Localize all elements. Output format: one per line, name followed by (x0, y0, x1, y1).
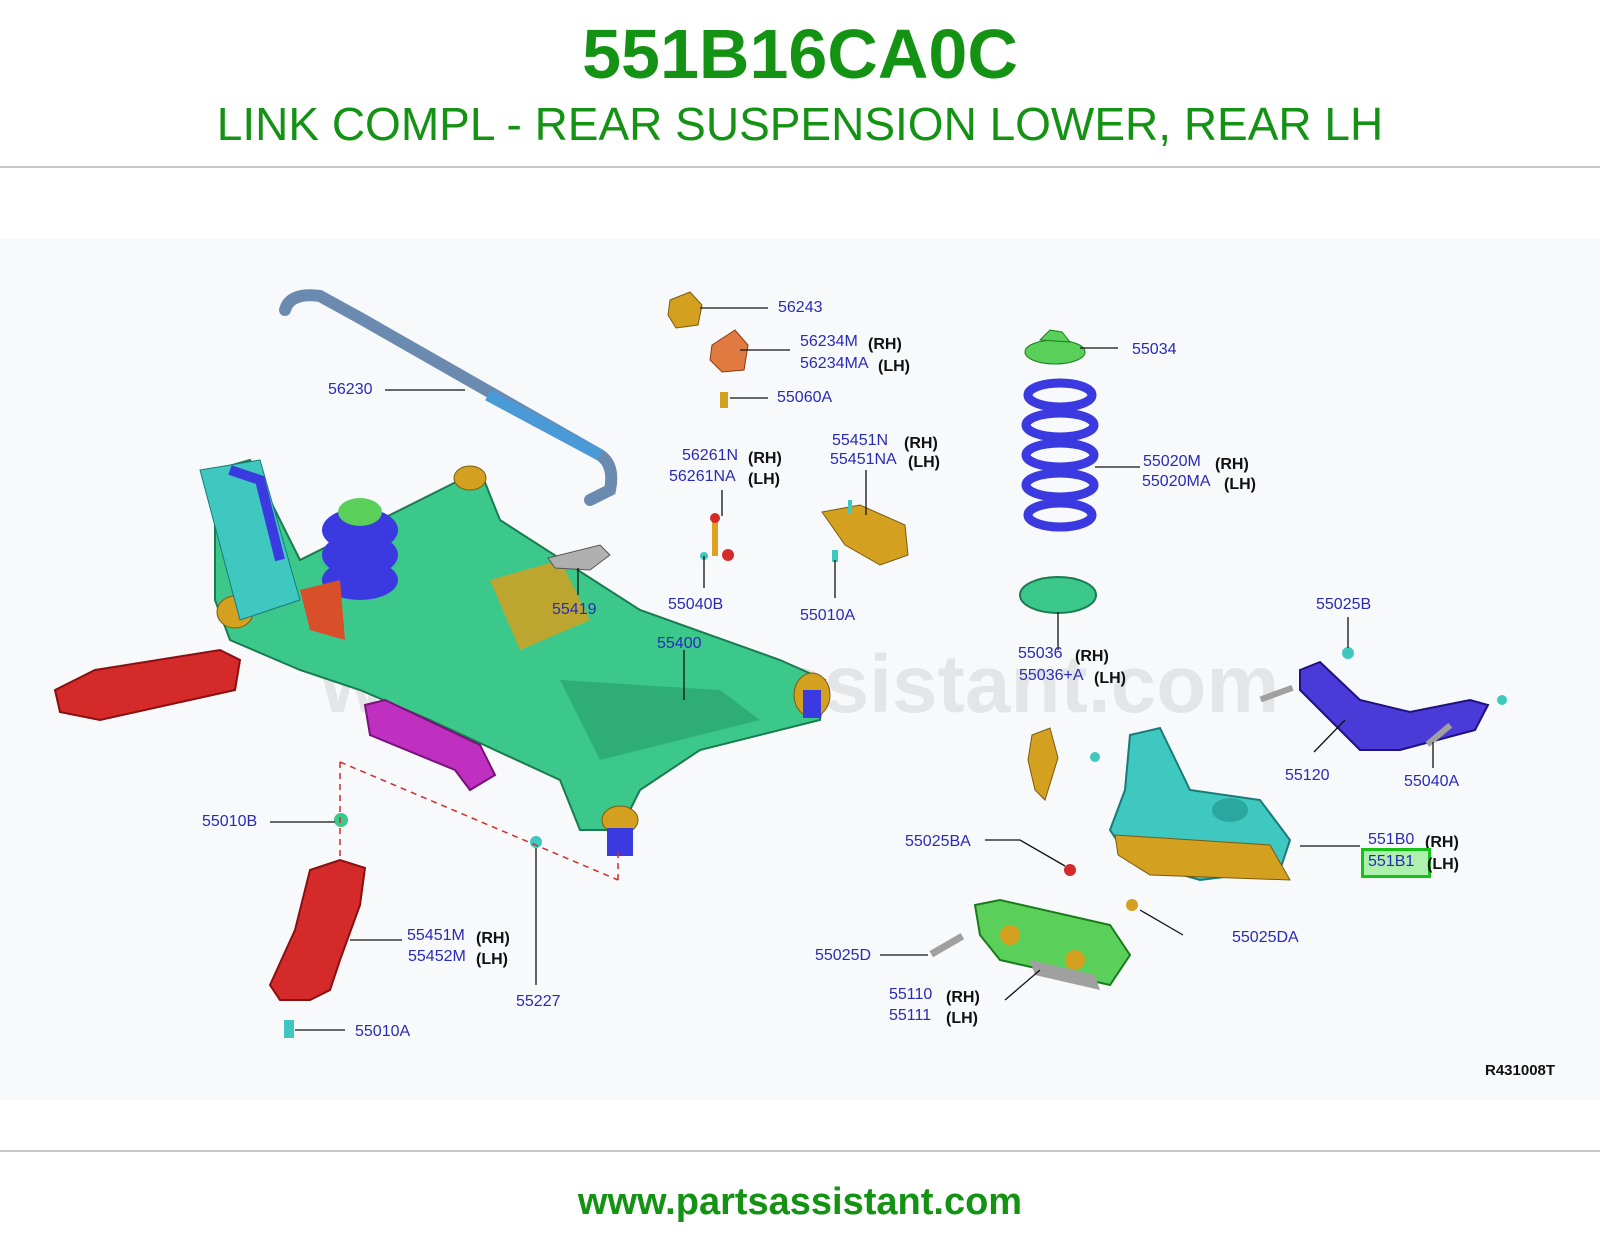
nut-55025B (1342, 647, 1354, 659)
callout-55040A[interactable]: 55040A (1404, 773, 1460, 790)
callout-55400[interactable]: 55400 (657, 635, 702, 652)
callout-55034[interactable]: 55034 (1132, 341, 1177, 358)
callout-551B0[interactable]: 551B0 (1368, 831, 1415, 848)
callout-55020MA[interactable]: 55020MA (1142, 473, 1211, 490)
callout-55025BA[interactable]: 55025BA (905, 833, 971, 850)
toe-link (363, 698, 497, 792)
nut-55227 (530, 836, 542, 848)
lower-arm-55451M (268, 858, 367, 1001)
highlight-box (1361, 848, 1431, 878)
side-lh-56261NA: (LH) (748, 471, 780, 488)
stabilizer-bar (279, 289, 618, 506)
side-rh-56234M: (RH) (868, 336, 902, 353)
callout-55451NA[interactable]: 55451NA (830, 451, 897, 468)
bracket-55110 (973, 898, 1132, 987)
callout-55451M[interactable]: 55451M (407, 927, 465, 944)
callout-56234MA[interactable]: 56234MA (800, 355, 869, 372)
leader-lines (270, 307, 1434, 1031)
bracket-gold (1027, 727, 1059, 801)
callout-55010A-top[interactable]: 55010A (800, 607, 856, 624)
clamp-56234M (709, 329, 749, 373)
callout-55111[interactable]: 55111 (889, 1007, 932, 1024)
callout-55451N[interactable]: 55451N (832, 432, 889, 449)
callout-56243[interactable]: 56243 (778, 299, 823, 316)
callout-55025DA[interactable]: 55025DA (1232, 929, 1299, 946)
side-lh-55036A: (LH) (1094, 670, 1126, 687)
footer-divider (0, 1150, 1600, 1152)
side-lh-55111: (LH) (946, 1010, 978, 1027)
callout-55110[interactable]: 55110 (889, 986, 933, 1003)
side-lh-551B1: (LH) (1427, 856, 1459, 873)
side-lh-55452M: (LH) (476, 951, 508, 968)
bolt-55010A-bottom (284, 1020, 294, 1038)
side-rh-55451N: (RH) (904, 435, 938, 452)
side-rh-551B0: (RH) (1425, 834, 1459, 851)
lower-link-551B1 (1108, 726, 1292, 882)
bushing-56243 (667, 291, 703, 329)
left-knuckle-assembly (199, 459, 398, 640)
side-rh-55020M: (RH) (1215, 456, 1249, 473)
diagram-reference-code: R431008T (1485, 1062, 1556, 1079)
header-divider (0, 166, 1600, 168)
footer-url-link[interactable]: www.partsassistant.com (577, 1181, 1023, 1223)
part-number-title: 551B16CA0C (582, 15, 1018, 93)
nut-extra-2 (1497, 695, 1507, 705)
nut-extra (1090, 752, 1100, 762)
callout-56261NA[interactable]: 56261NA (669, 468, 736, 485)
side-lh-56234MA: (LH) (878, 358, 910, 375)
left-lower-arm (53, 648, 242, 722)
callout-55452M[interactable]: 55452M (408, 948, 466, 965)
plate-55419 (547, 544, 611, 571)
side-rh-55451M: (RH) (476, 930, 510, 947)
callout-55025B[interactable]: 55025B (1316, 596, 1372, 613)
side-rh-55110: (RH) (946, 989, 980, 1006)
coil-spring (1021, 378, 1099, 532)
callout-55020M[interactable]: 55020M (1143, 453, 1201, 470)
side-lh-55451NA: (LH) (908, 454, 940, 471)
side-rh-55036: (RH) (1075, 648, 1109, 665)
nut-55010B (334, 813, 348, 827)
bolt-55060A (720, 392, 728, 408)
callout-55040B[interactable]: 55040B (668, 596, 724, 613)
callout-55025D[interactable]: 55025D (815, 947, 872, 964)
callout-55060A[interactable]: 55060A (777, 389, 833, 406)
callout-55036[interactable]: 55036 (1018, 645, 1063, 662)
upper-arm-55120 (1299, 660, 1490, 751)
bolt-upper (1259, 684, 1294, 703)
callout-55227[interactable]: 55227 (516, 993, 561, 1010)
callout-56261N[interactable]: 56261N (682, 447, 739, 464)
header: 551B16CA0C LINK COMPL - REAR SUSPENSION … (0, 0, 1600, 168)
callout-55419[interactable]: 55419 (552, 601, 597, 618)
callout-56234M[interactable]: 56234M (800, 333, 858, 350)
callout-55010A-bottom[interactable]: 55010A (355, 1023, 411, 1040)
spring-seat-55034 (1024, 329, 1086, 365)
assembly-dashes (339, 761, 619, 881)
nut-55025BA (1064, 864, 1076, 876)
callout-55120[interactable]: 55120 (1285, 767, 1330, 784)
nut-55025DA (1126, 899, 1138, 911)
callout-55010B[interactable]: 55010B (202, 813, 258, 830)
bolt-55040A (1425, 722, 1453, 747)
callout-551B1[interactable]: 551B1 (1368, 853, 1415, 870)
stabilizer-link (700, 513, 734, 561)
callout-55036A[interactable]: 55036+A (1019, 667, 1084, 684)
callout-56230[interactable]: 56230 (328, 381, 373, 398)
part-description: LINK COMPL - REAR SUSPENSION LOWER, REAR… (216, 98, 1384, 150)
side-rh-56261N: (RH) (748, 450, 782, 467)
bracket-55451N (821, 504, 909, 566)
bolt-55025D (929, 933, 965, 958)
side-lh-55020MA: (LH) (1224, 476, 1256, 493)
